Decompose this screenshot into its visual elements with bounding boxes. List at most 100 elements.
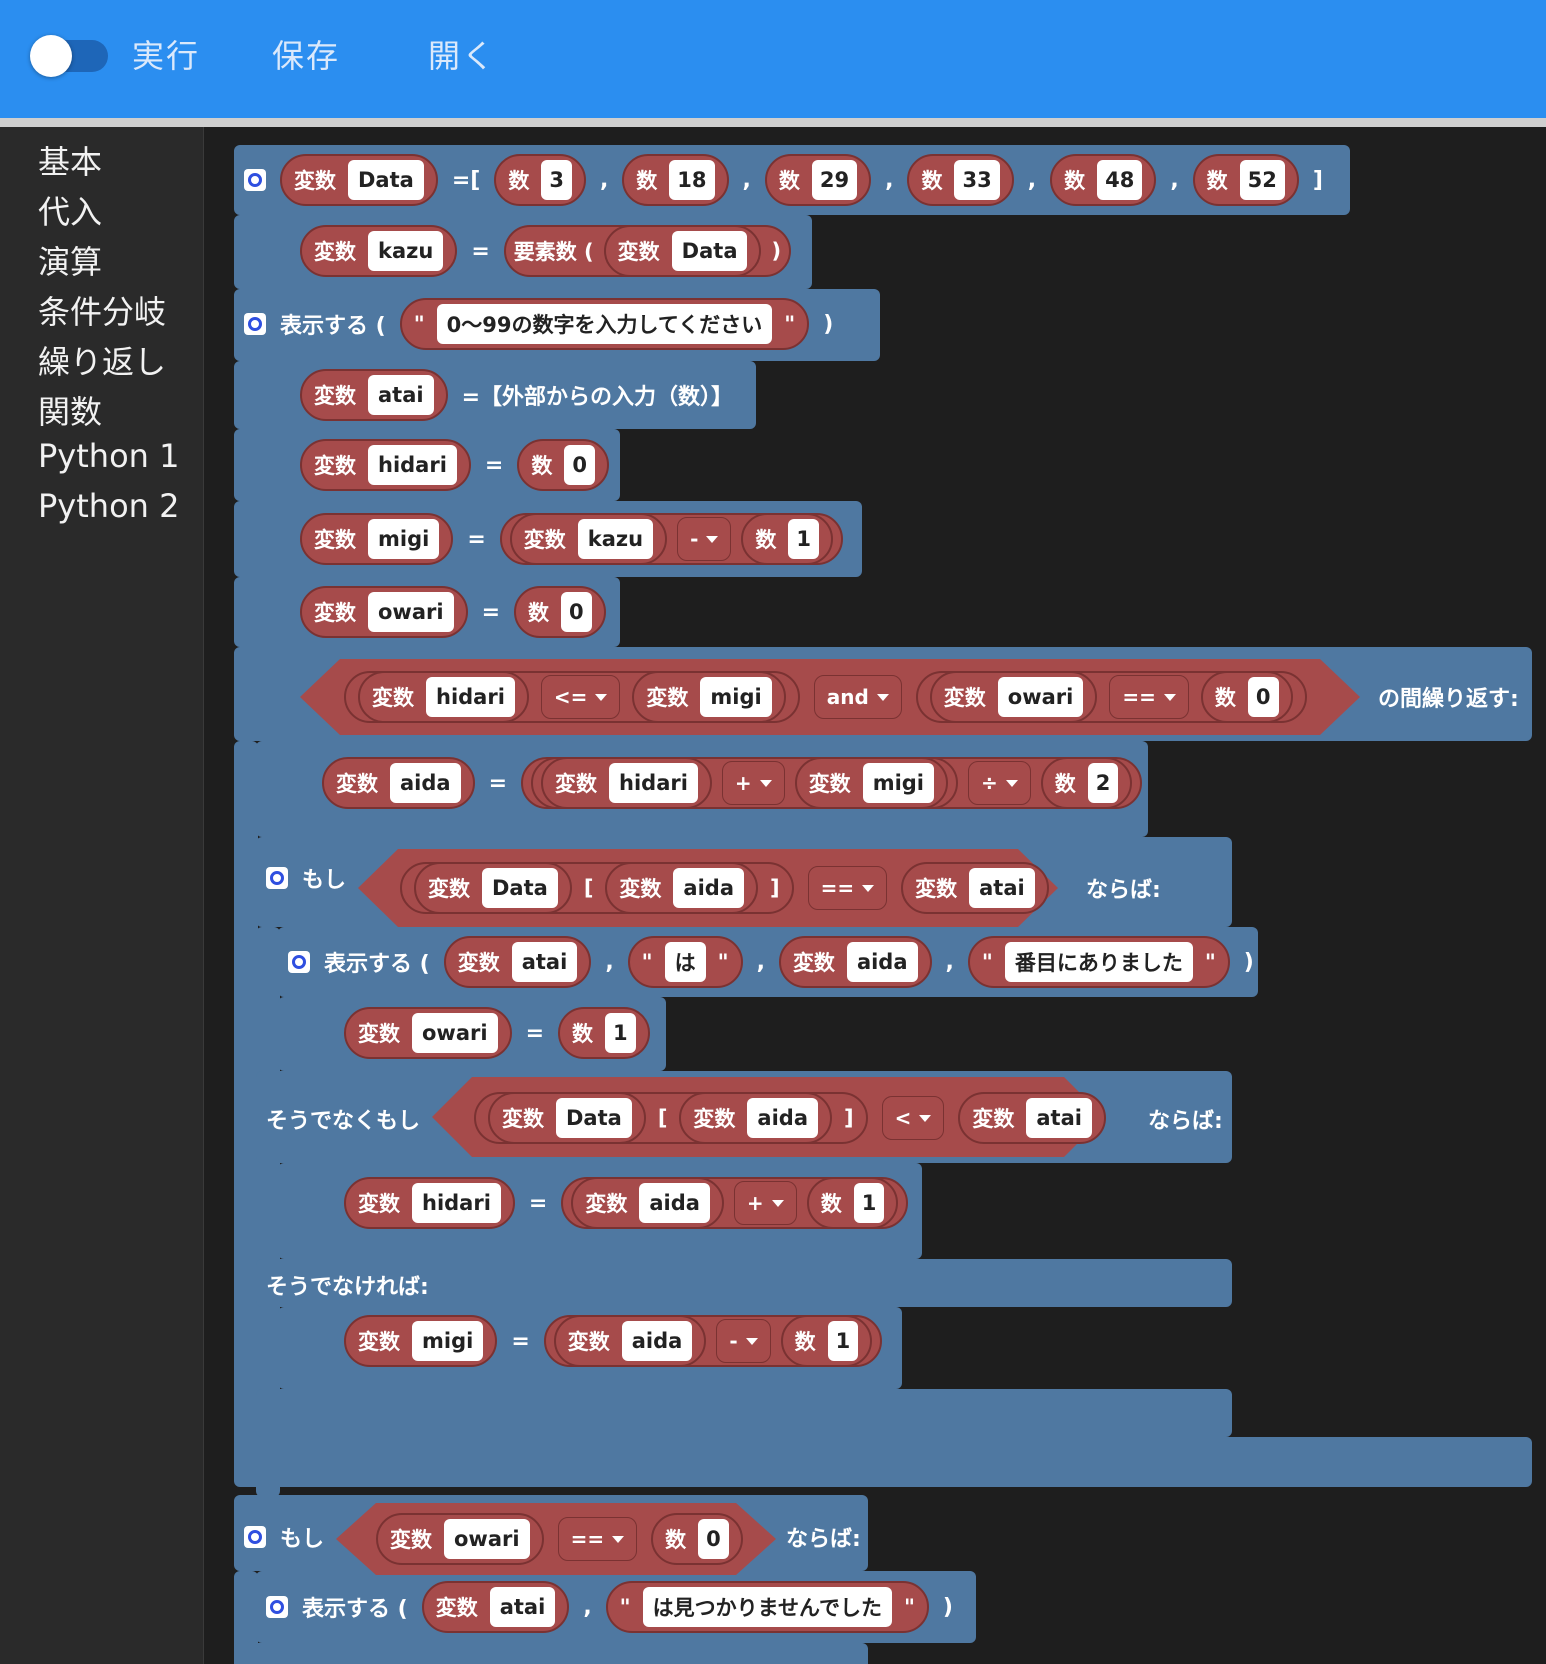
gear-icon[interactable] [244, 313, 266, 335]
var-name[interactable]: aida [639, 1183, 710, 1223]
gear-icon[interactable] [288, 951, 310, 973]
save-button[interactable]: 保存 [272, 37, 341, 75]
var-name[interactable]: Data [348, 160, 424, 200]
operator-dropdown[interactable]: == [557, 1517, 638, 1561]
open-button[interactable]: 開く [428, 37, 497, 75]
var-name[interactable]: owari [444, 1519, 530, 1559]
var-name[interactable]: Data [671, 231, 748, 271]
toggle-knob[interactable] [30, 35, 72, 77]
num-value[interactable]: 29 [811, 160, 858, 200]
gear-icon[interactable] [266, 867, 288, 889]
string-value[interactable]: 0〜99の数字を入力してください [436, 304, 773, 344]
num-value[interactable]: 1 [853, 1183, 885, 1223]
operator-dropdown[interactable]: == [1109, 675, 1189, 719]
num-value[interactable]: 52 [1239, 160, 1285, 200]
num-value[interactable]: 1 [827, 1321, 859, 1361]
operator-dropdown[interactable]: - [677, 517, 732, 561]
var-name[interactable]: migi [412, 1321, 484, 1361]
string-block[interactable]: "は見つかりませんでした" [605, 1581, 929, 1633]
var-name[interactable]: aida [846, 942, 918, 982]
run-mode-toggle[interactable] [30, 35, 108, 77]
operator-dropdown[interactable]: < [881, 1096, 945, 1140]
sidebar-item-loops[interactable]: 繰り返し [38, 343, 167, 381]
string-value[interactable]: は [664, 942, 706, 982]
var-name[interactable]: migi [700, 677, 772, 717]
gear-icon[interactable] [244, 169, 266, 191]
gear-icon[interactable] [266, 1596, 288, 1618]
var-name[interactable]: owari [368, 592, 454, 632]
num-value[interactable]: 2 [1087, 763, 1119, 803]
var-name[interactable]: hidari [368, 445, 457, 485]
var-name[interactable]: atai [368, 375, 434, 415]
operator-dropdown[interactable]: ÷ [968, 761, 1031, 805]
var-name[interactable]: hidari [609, 763, 698, 803]
num-value[interactable]: 1 [788, 519, 819, 559]
var-name[interactable]: migi [862, 763, 934, 803]
var-name[interactable]: Data [556, 1098, 632, 1138]
var-name[interactable]: hidari [426, 677, 515, 717]
sidebar-item-assign[interactable]: 代入 [38, 193, 103, 231]
num-value[interactable]: 18 [669, 160, 715, 200]
operator-dropdown[interactable]: <= [540, 675, 621, 719]
sidebar-item-conditions[interactable]: 条件分岐 [38, 293, 167, 331]
num-value[interactable]: 3 [541, 160, 572, 200]
var-name[interactable]: atai [969, 868, 1035, 908]
var-name[interactable]: Data [482, 868, 558, 908]
operator-dropdown[interactable]: + [733, 1181, 797, 1225]
var-name[interactable]: migi [368, 519, 440, 559]
operator-dropdown[interactable]: == [807, 866, 888, 910]
sidebar-item-basic[interactable]: 基本 [38, 143, 103, 181]
var-name[interactable]: aida [673, 868, 744, 908]
sidebar-item-functions[interactable]: 関数 [38, 393, 103, 431]
sidebar-item-python1[interactable]: Python 1 [38, 437, 180, 475]
num-value[interactable]: 0 [1247, 677, 1279, 717]
var-name[interactable]: atai [1026, 1098, 1092, 1138]
num-value[interactable]: 0 [698, 1519, 729, 1559]
else-block[interactable] [256, 1259, 1232, 1307]
string-block[interactable]: "番目にありました" [967, 936, 1230, 988]
var-name[interactable]: aida [747, 1098, 818, 1138]
num-value[interactable]: 0 [564, 445, 595, 485]
operator-dropdown[interactable]: + [721, 761, 785, 805]
logic-dropdown[interactable]: and [813, 675, 902, 719]
var-name[interactable]: hidari [412, 1183, 501, 1223]
gear-icon[interactable] [244, 1526, 266, 1548]
